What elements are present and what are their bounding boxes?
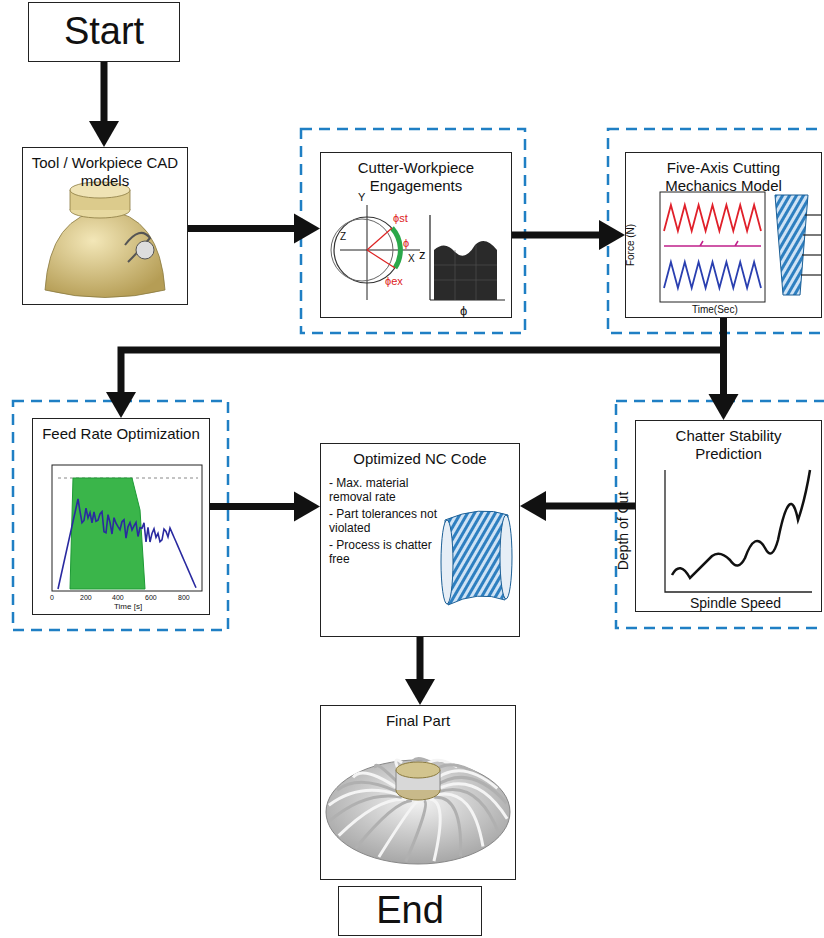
axis-label: 0 [50,594,54,601]
arrow-shaft [512,232,599,239]
axis-label: Z [340,232,346,242]
arrow-shaft [121,318,724,392]
axis-label: Depth of Cut [616,492,630,571]
axis-label: ϕ [460,304,467,317]
arrow-head [405,679,435,705]
bullet-text: - Max. material removal rate [321,474,447,505]
node-title: Tool / Workpiece CAD models [23,148,187,190]
impeller-blade [437,784,507,819]
impeller-blade [356,801,412,849]
axis-label: Force (N) [626,224,636,266]
impeller-blade [434,777,506,803]
nc-part [441,511,512,605]
engagement-sketch [331,205,505,300]
axis-label: z [419,248,426,261]
flow-arrow [106,318,724,418]
axis-label: Y [358,192,365,203]
arrow-head [294,214,320,244]
node-title: Start [64,9,144,55]
process-box: Feed Rate Optimization [32,418,210,615]
terminal-box: End [338,886,482,936]
stability-lobes [665,470,812,592]
impeller [326,759,510,864]
process-box: Final Part [320,705,516,880]
flow-arrow [709,318,739,420]
impeller-blade [379,801,418,857]
flow-arrow [188,214,320,244]
process-box: Tool / Workpiece CAD models [22,147,188,305]
node-title: Feed Rate Optimization [33,419,209,443]
axis-label: Spindle Speed [690,596,781,610]
axis-label: ϕex [385,276,403,287]
axis-label: 200 [80,594,92,601]
axis-label: Time [s] [114,603,142,611]
impeller-blade [339,799,407,835]
axis-label: ϕst [393,213,408,224]
axis-label: 800 [178,594,190,601]
node-title: Five-Axis Cutting Mechanics Model [626,153,821,195]
cad-model [45,182,165,298]
force-plot [660,192,822,302]
bullet-text: - Process is chatter free [321,536,447,567]
arrow-head [709,394,739,420]
node-title: Cutter-Workpiece Engagements [321,153,511,195]
process-box: Five-Axis Cutting Mechanics Model [625,152,822,318]
axis-label: 600 [145,594,157,601]
dashed-frame [13,129,824,630]
axis-label: X [408,254,415,264]
arrow-head [599,220,625,250]
arrow-head [294,492,320,522]
flow-arrow [405,637,435,705]
arrow-head [520,491,546,521]
axis-label: ϕ [403,238,409,249]
impeller-blade [329,796,401,821]
arrow-shaft [101,62,108,121]
process-box: Optimized NC Code- Max. material removal… [320,443,520,637]
axis-label: Time(Sec) [692,305,738,315]
node-title: Chatter Stability Prediction [636,421,821,463]
impeller-blade [430,799,440,861]
node-title: End [376,888,444,934]
impeller-blade [329,790,399,805]
axis-label: 400 [112,594,124,601]
arrow-shaft [210,503,294,510]
arrow-shaft [720,318,727,394]
arrow-shaft [188,225,294,232]
arrow-shaft [417,637,424,679]
node-title: Optimized NC Code [321,444,519,474]
flow-arrow [512,220,625,250]
bullet-text: - Part tolerances not violated [321,505,447,536]
terminal-box: Start [28,2,180,62]
flow-arrow [89,62,119,147]
arrow-head [89,121,119,147]
feed-chart [52,465,202,591]
arrow-head [106,392,136,418]
node-title: Final Part [321,706,515,730]
process-box: Cutter-Workpiece Engagements [320,152,512,318]
flow-arrow [210,492,320,522]
process-box: Chatter Stability Prediction [635,420,822,612]
